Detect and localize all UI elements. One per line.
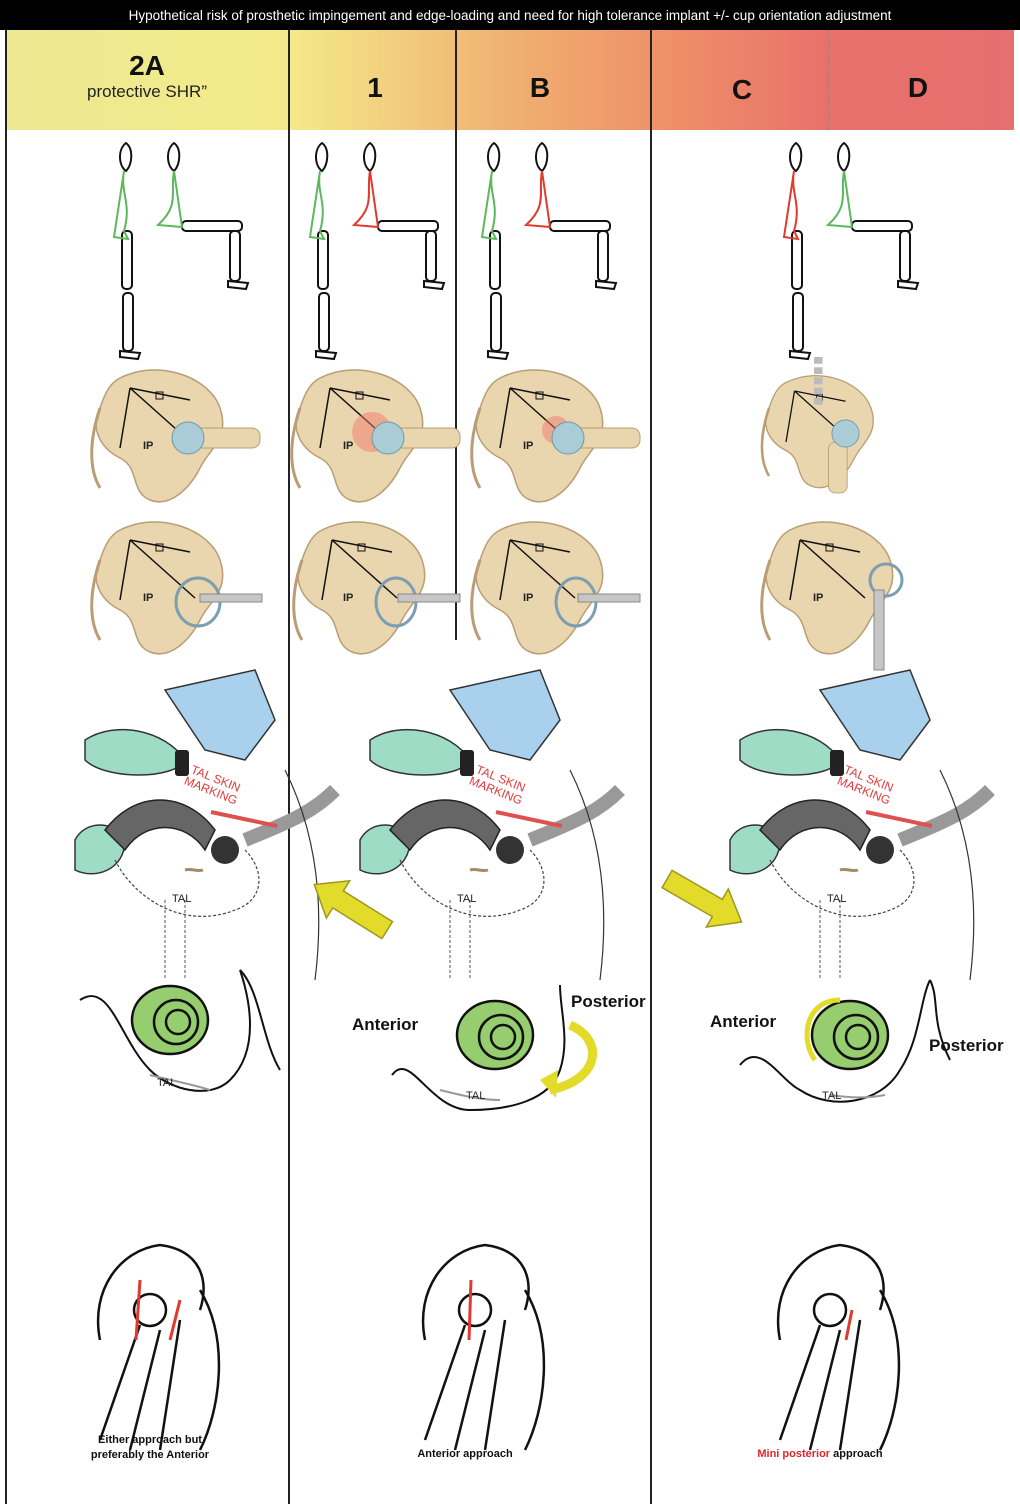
pelvis-femur-col-b [472,370,640,502]
pelvis-femur-col-2a [92,370,260,502]
limb-figures-col-b [482,143,616,359]
anterior-label-col-cd: Anterior [710,1012,776,1032]
surgery-scene-col-1 [360,670,620,980]
tal-label-cup-2a: TAL [157,1077,176,1089]
surgery-scene-col-cd [730,670,990,980]
ip-label-row2-b: IP [523,440,533,452]
tal-label-cup-1: TAL [466,1090,485,1102]
tal-label-cup-cd: TAL [822,1090,841,1102]
ip-label-row2-2a: IP [143,440,153,452]
anterior-label-col-1: Anterior [352,1015,418,1035]
ip-label-row3-cd: IP [813,592,823,604]
posterior-label-col-cd: Posterior [929,1036,1004,1056]
pelvis-cup-col-1 [294,522,460,654]
acetabulum-col-2a [80,970,280,1091]
posterior-label-col-1: Posterior [571,992,646,1012]
tal-label-surgery-2a: TAL [172,893,191,905]
femur-sketch-col-cd [778,1245,899,1450]
ip-label-row3-b: IP [523,592,533,604]
pelvis-femur-col-cd [762,357,873,493]
femur-sketch-col-2a [98,1245,219,1450]
tal-label-surgery-1: TAL [457,893,476,905]
pelvis-cup-col-b [472,522,640,654]
caption-col-1: Anterior approach [380,1447,550,1462]
pelvis-femur-col-1 [292,370,460,502]
surgery-scene-col-2a [75,670,335,980]
tal-label-surgery-cd: TAL [827,893,846,905]
caption-col-2a-line2: preferably the Anterior [60,1448,240,1463]
limb-figures-col-1 [310,143,444,359]
caption-col-2a-line1: Either approach but [60,1433,240,1448]
pelvis-cup-col-2a [92,522,262,654]
acetabulum-col-1 [392,985,593,1110]
femur-sketch-col-1 [423,1245,544,1450]
yellow-arrow-anterior [303,866,399,949]
ip-label-row3-2a: IP [143,592,153,604]
caption-col-cd-rest: approach [830,1448,883,1460]
ip-label-row2-1: IP [343,440,353,452]
pelvis-cup-col-cd [762,522,902,670]
caption-col-2a: Either approach but preferably the Anter… [60,1433,240,1464]
caption-col-cd-highlight: Mini posterior [757,1448,830,1460]
caption-col-cd: Mini posterior approach [720,1447,920,1462]
acetabulum-col-cd [740,980,950,1102]
limb-figures-col-cd [784,143,918,359]
limb-figures-col-2a [114,143,248,359]
ip-label-row3-1: IP [343,592,353,604]
